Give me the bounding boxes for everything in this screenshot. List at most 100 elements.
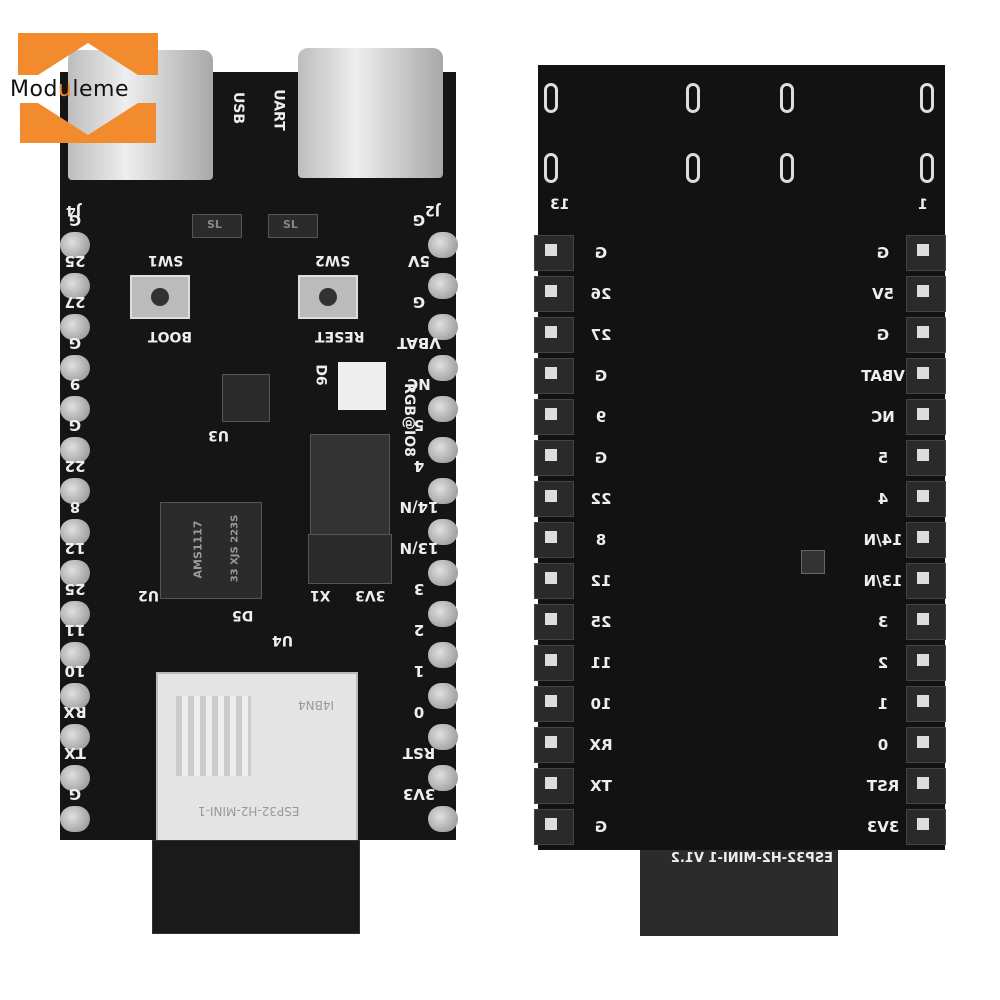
pin-label: G xyxy=(594,818,608,836)
pin-label: 1 xyxy=(413,662,425,680)
d5-label: D5 xyxy=(232,607,254,623)
pin-label: G xyxy=(68,211,82,229)
header-pin xyxy=(60,724,90,750)
pin-label: 25 xyxy=(64,252,86,270)
u3-label: U3 xyxy=(208,427,230,443)
header-pin xyxy=(60,396,90,422)
front-board: USB UART J4 J2 SL SL SW1 SW2 BOOT RESET … xyxy=(60,48,458,934)
header-pin xyxy=(428,478,458,504)
usb-slot xyxy=(780,153,794,183)
header-pin xyxy=(534,522,574,558)
pin-label: G xyxy=(594,367,608,385)
pin-label: 5V xyxy=(407,252,431,270)
header-pin xyxy=(534,440,574,476)
header-pin xyxy=(60,806,90,832)
usb-slot xyxy=(920,153,934,183)
header-pin xyxy=(534,604,574,640)
header-pin xyxy=(60,642,90,668)
header-pin xyxy=(534,686,574,722)
pin-label: 4 xyxy=(413,457,425,475)
header-pin xyxy=(60,232,90,258)
pin-label: 8 xyxy=(69,498,81,516)
header-pin xyxy=(906,645,946,681)
logo-text: Moduleme xyxy=(10,77,129,102)
boot-button[interactable] xyxy=(130,275,190,319)
pin-label: 3V3 xyxy=(866,818,900,836)
header-pin xyxy=(906,563,946,599)
usb-label: USB xyxy=(230,91,247,125)
pin-label: 0 xyxy=(413,703,425,721)
u4-label: U4 xyxy=(272,632,294,648)
regulator-line2: 33 XJS 223S xyxy=(229,514,241,583)
header-pin xyxy=(428,232,458,258)
pin-label: 26 xyxy=(590,285,612,303)
reset-button[interactable] xyxy=(298,275,358,319)
pin-label: TX xyxy=(590,777,612,795)
module-code: I4BN4 xyxy=(298,698,335,712)
pin-label: RX xyxy=(63,703,87,721)
pin-label: 10 xyxy=(64,662,86,680)
header-pin xyxy=(428,396,458,422)
module-name: ESP32-H2-MINI-1 xyxy=(198,804,300,818)
header-pin xyxy=(906,768,946,804)
pin-label: 13/N xyxy=(863,572,903,590)
u3-chip xyxy=(222,374,270,422)
header-pin xyxy=(428,601,458,627)
x1-label: X1 xyxy=(310,587,331,603)
header-pin xyxy=(60,355,90,381)
header-pin xyxy=(906,317,946,353)
pin-label: 11 xyxy=(590,654,612,672)
boot-label: BOOT xyxy=(148,328,193,344)
pin-label: G xyxy=(68,416,82,434)
pin-label: 3 xyxy=(877,613,889,631)
header-pin xyxy=(428,314,458,340)
header-pin xyxy=(60,601,90,627)
header-pin xyxy=(60,478,90,504)
pin-label: NC xyxy=(871,408,895,426)
header-pin xyxy=(60,519,90,545)
pin-label: 8 xyxy=(595,531,607,549)
header-pin xyxy=(906,399,946,435)
header-pin xyxy=(60,314,90,340)
pin-label: TX xyxy=(64,744,86,762)
usb-slot xyxy=(920,83,934,113)
jumper-block[interactable] xyxy=(310,434,390,536)
header-pin xyxy=(906,727,946,763)
header-pin xyxy=(906,235,946,271)
header-pin xyxy=(428,355,458,381)
pin-label: 9 xyxy=(595,408,607,426)
header-pin xyxy=(906,809,946,845)
pin-label: 3 xyxy=(413,580,425,598)
brand-logo: Moduleme xyxy=(8,33,176,145)
reset-label: RESET xyxy=(315,328,365,344)
header-pin xyxy=(906,358,946,394)
x1-header xyxy=(308,534,392,584)
header-pin xyxy=(906,522,946,558)
header-pin xyxy=(906,276,946,312)
header-pin xyxy=(428,683,458,709)
esp32-module: I4BN4 ESP32-H2-MINI-1 xyxy=(156,672,358,844)
regulator-line1: AMS1117 xyxy=(191,520,205,579)
logo-mark xyxy=(18,33,158,143)
pin-label: RX xyxy=(589,736,613,754)
header-pin xyxy=(906,604,946,640)
corner-label-right: 1 xyxy=(918,197,928,213)
pin-label: 27 xyxy=(590,326,612,344)
header-pin xyxy=(534,645,574,681)
header-pin xyxy=(534,727,574,763)
pin-label: 0 xyxy=(877,736,889,754)
header-pin xyxy=(428,724,458,750)
pin-label: 2 xyxy=(413,621,425,639)
pin-label: G xyxy=(876,326,890,344)
header-pin xyxy=(534,768,574,804)
header-pin xyxy=(428,437,458,463)
pin-label: 5 xyxy=(413,416,425,434)
diode-1-label: SL xyxy=(207,218,222,231)
pcb-antenna xyxy=(152,840,360,934)
sw1-label: SW1 xyxy=(148,252,184,268)
pin-label: VBAT xyxy=(397,334,441,352)
pin-label: RST xyxy=(866,777,900,795)
header-pin xyxy=(534,481,574,517)
pin-label: 12 xyxy=(64,539,86,557)
pin-label: 9 xyxy=(69,375,81,393)
